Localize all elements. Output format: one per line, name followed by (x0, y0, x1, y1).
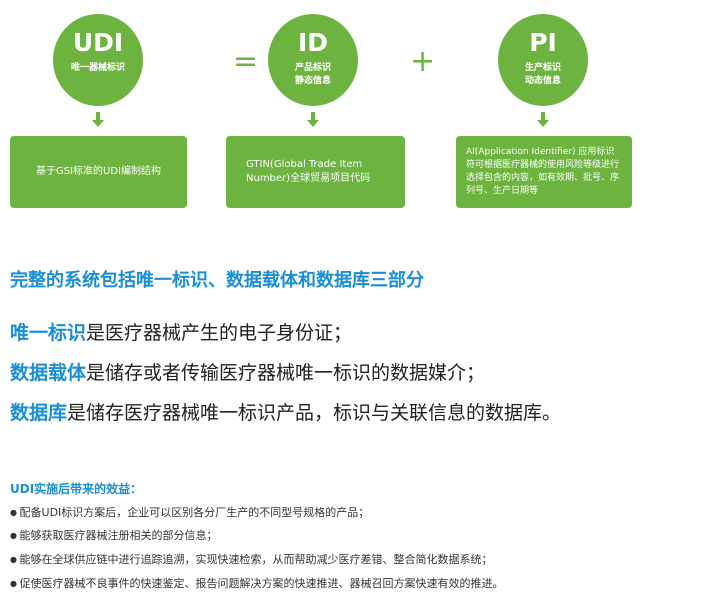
benefits-title: UDI实施后带来的效益： (10, 482, 143, 496)
benefit-item: 能够获取医疗器械注册相关的部分信息； (10, 527, 218, 543)
definition: 是储存或者传输医疗器械唯一标识的数据媒介； (86, 362, 486, 384)
benefit-item: 促使医疗器械不良事件的快速鉴定、报告问题解决方案的快速推进、器械召回方案快速有效… (10, 575, 504, 591)
equals-sign: = (233, 44, 259, 79)
pi-subtitle1: 生产标识 (524, 63, 561, 73)
definition-line: 数据库是储存医疗器械唯一标识产品，标识与关联信息的数据库。 (10, 398, 561, 425)
udi-title: UDI (72, 28, 124, 57)
id-box-text: GTIN(Global Trade Item Number)全球贸易项目代码 (246, 159, 371, 184)
udi-box: 基于GSI标准的UDI编制结构 (10, 136, 187, 208)
udi-circle: UDI 唯一器械标识 (53, 14, 143, 106)
id-title: ID (297, 28, 329, 57)
term: 数据载体 (10, 362, 87, 384)
udi-subtitle: 唯一器械标识 (70, 63, 125, 73)
benefit-item: 配备UDI标识方案后，企业可以区别各分厂生产的不同型号规格的产品； (10, 504, 370, 520)
section-heading: 完整的系统包括唯一标识、数据载体和数据库三部分 (10, 270, 424, 291)
id-subtitle2: 静态信息 (294, 76, 331, 86)
definition-line: 数据载体是储存或者传输医疗器械唯一标识的数据媒介； (10, 358, 485, 385)
id-box: GTIN(Global Trade Item Number)全球贸易项目代码 (226, 136, 405, 208)
benefit-item: 能够在全球供应链中进行追踪追溯，实现快速检索，从而帮助减少医疗差错、整合简化数据… (10, 551, 493, 567)
plus-sign: + (410, 44, 436, 79)
term: 唯一标识 (10, 322, 87, 344)
udi-box-text: 基于GSI标准的UDI编制结构 (35, 166, 161, 177)
pi-box: AI(Application Identifier) 应用标识符可根据医疗器械的… (456, 136, 632, 208)
pi-box-text: AI(Application Identifier) 应用标识符可根据医疗器械的… (466, 147, 620, 196)
term: 数据库 (10, 402, 68, 424)
id-circle: ID 产品标识静态信息 (268, 14, 358, 106)
definition-line: 唯一标识是医疗器械产生的电子身份证； (10, 318, 352, 345)
definition: 是医疗器械产生的电子身份证； (86, 322, 353, 344)
pi-title: PI (529, 28, 557, 57)
id-subtitle1: 产品标识 (294, 63, 331, 73)
pi-subtitle2: 动态信息 (524, 76, 561, 86)
definition: 是储存医疗器械唯一标识产品，标识与关联信息的数据库。 (67, 402, 562, 424)
pi-circle: PI 生产标识动态信息 (498, 14, 588, 106)
